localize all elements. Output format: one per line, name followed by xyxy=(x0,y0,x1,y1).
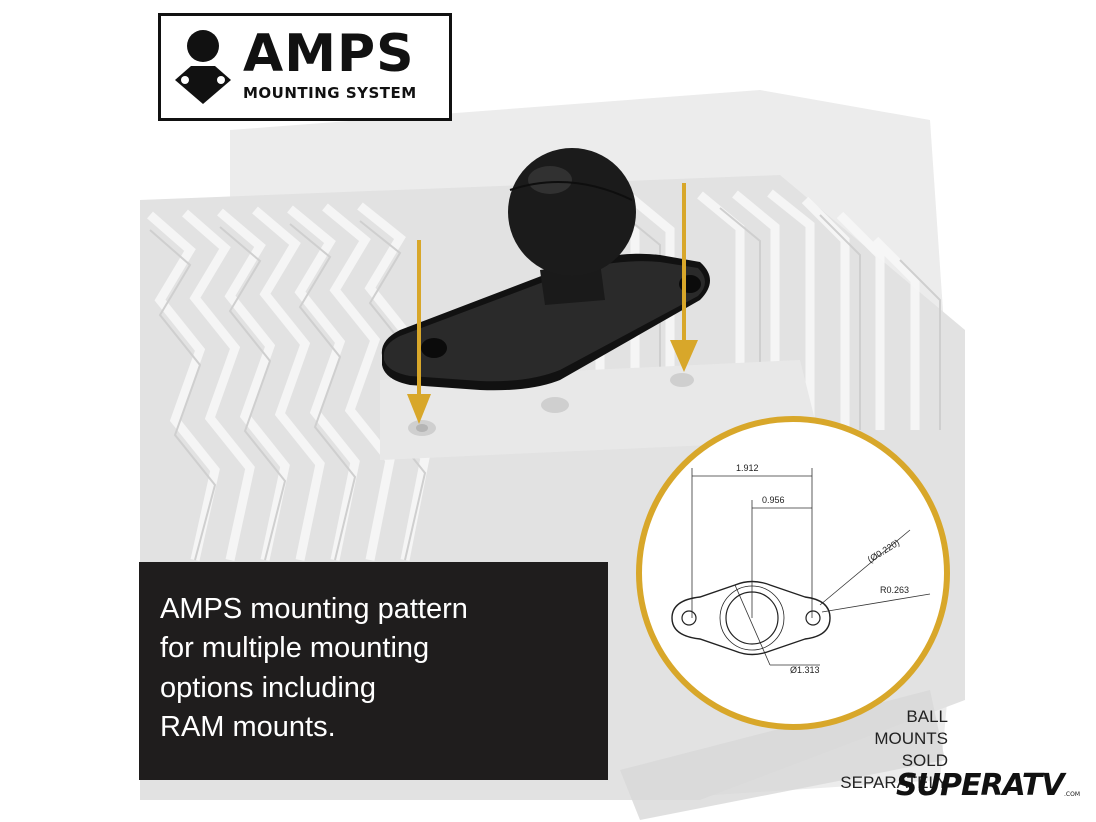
arrow-down-icon-left xyxy=(407,240,431,424)
note-line: SOLD xyxy=(901,751,948,770)
brand-logo: SUPERATV xyxy=(896,768,1065,803)
logo-title: AMPS xyxy=(243,24,415,84)
note-line: SEPARATELY xyxy=(840,773,948,792)
arrow-down-icon-right xyxy=(670,183,698,372)
sold-separately-note: BALL MOUNTS SOLD SEPARATELY xyxy=(840,706,948,794)
note-line: MOUNTS xyxy=(874,729,948,748)
logo-subtitle: MOUNTING SYSTEM xyxy=(243,84,417,102)
dim-width-label: 1.912 xyxy=(736,463,759,473)
caption-line: RAM mounts. xyxy=(160,711,336,743)
dim-center-label: Ø1.313 xyxy=(790,665,820,675)
note-line: BALL xyxy=(906,707,948,726)
dim-radius-label: R0.263 xyxy=(880,585,909,595)
person-mount-icon xyxy=(175,30,231,104)
caption-line: options including xyxy=(160,672,377,704)
amps-logo: AMPS MOUNTING SYSTEM xyxy=(158,13,452,121)
dim-half-label: 0.956 xyxy=(762,495,785,505)
brand-suffix: .COM xyxy=(1064,791,1080,798)
caption-line: for multiple mounting xyxy=(160,632,430,664)
caption-line: AMPS mounting pattern xyxy=(160,593,468,625)
caption-panel: AMPS mounting pattern for multiple mount… xyxy=(139,562,608,780)
